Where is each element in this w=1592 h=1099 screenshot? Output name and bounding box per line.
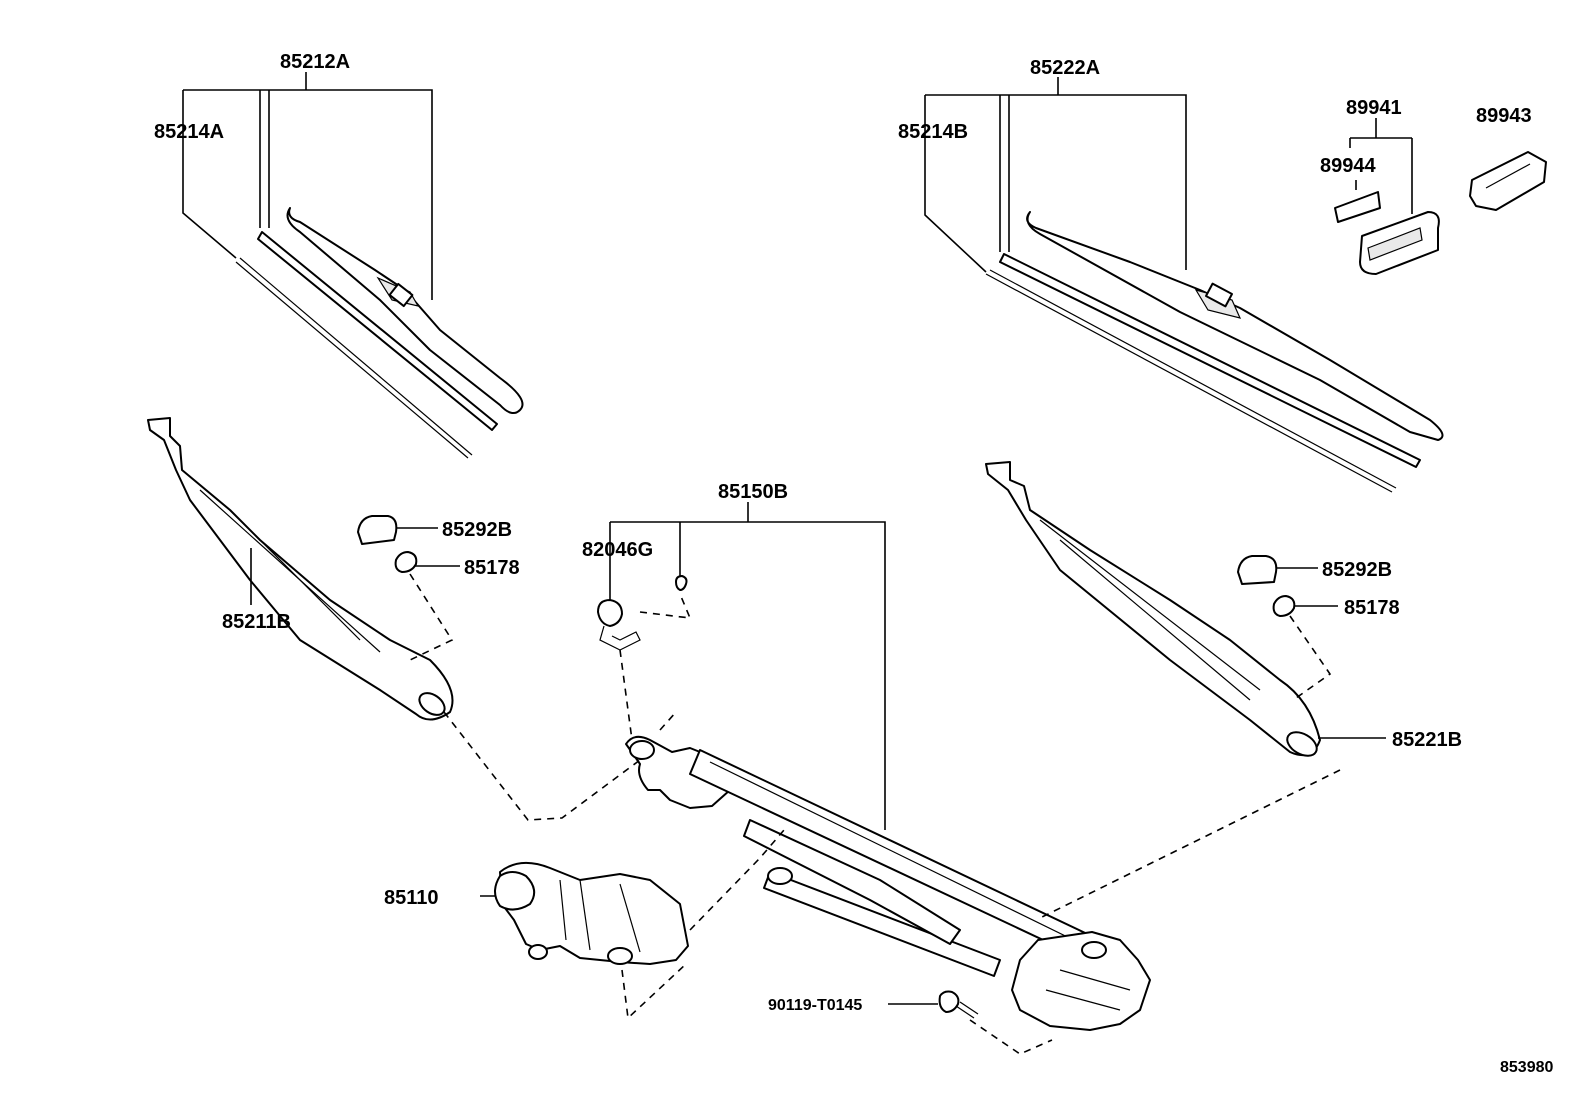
right-wiper-arm — [985, 461, 1386, 757]
part-labels: 85212A 85214A 85222A 85214B 89941 89943 … — [154, 51, 1553, 1076]
sticker-89944 — [1334, 191, 1381, 223]
label-85292B-left: 85292B — [442, 519, 512, 541]
label-85222A: 85222A — [1030, 57, 1100, 79]
link-assembly-leaders — [597, 502, 886, 830]
cap-89943 — [1469, 151, 1547, 211]
label-85292B-right: 85292B — [1322, 559, 1392, 581]
label-85212A: 85212A — [280, 51, 350, 73]
right-arm-hardware — [1237, 555, 1338, 699]
label-85178-left: 85178 — [464, 557, 520, 579]
label-85221B: 85221B — [1392, 729, 1462, 751]
left-wiper-arm — [147, 417, 454, 721]
label-82046G: 82046G — [582, 539, 653, 561]
label-85110: 85110 — [384, 887, 439, 909]
label-89941: 89941 — [1346, 97, 1402, 119]
right-arm-cap — [1237, 555, 1278, 585]
clip-82046G — [597, 599, 623, 627]
wiper-motor — [480, 829, 785, 1020]
label-85214A: 85214A — [154, 121, 224, 143]
right-blade-assembly — [924, 77, 1444, 493]
left-arm-nut — [394, 551, 418, 573]
label-89944: 89944 — [1320, 155, 1376, 177]
label-85178-right: 85178 — [1344, 597, 1400, 619]
left-arm-hardware — [357, 515, 460, 661]
label-85211B: 85211B — [222, 611, 291, 633]
blade-cap-group — [1334, 118, 1547, 275]
bolt-90119 — [888, 990, 1053, 1055]
diagram-id: 853980 — [1500, 1059, 1553, 1076]
left-arm-cap — [357, 515, 398, 545]
label-85214B: 85214B — [898, 121, 968, 143]
label-85150B: 85150B — [718, 481, 788, 503]
label-89943: 89943 — [1476, 105, 1532, 127]
right-arm-nut — [1272, 595, 1296, 617]
left-blade-assembly — [182, 72, 524, 459]
label-90119-T0145: 90119-T0145 — [768, 997, 862, 1014]
wiper-linkage — [443, 711, 1341, 1031]
